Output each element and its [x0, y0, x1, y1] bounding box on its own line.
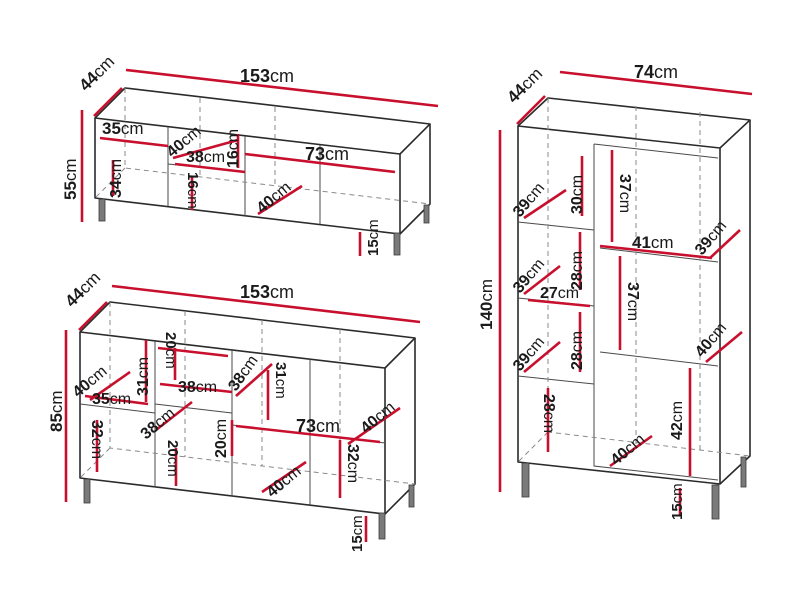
sideboard-low-depth-label: 44cm — [75, 52, 118, 95]
sideboard-high-height-label: 85cm — [47, 390, 66, 432]
sideboard-low-width-label: 153cm — [240, 66, 294, 86]
cabinet-tall-width-label: 74cm — [634, 62, 678, 82]
sideboard-high-left-bottom-height-label: 32cm — [88, 420, 105, 459]
cabinet-tall-right-depth-label: 40cm — [692, 320, 730, 361]
sideboard-low-legs — [98, 198, 430, 256]
sideboard-low: 44cm 153cm 55cm 35cm 34cm 40cm 16cm 38cm… — [61, 52, 439, 256]
cabinet-tall-body — [517, 97, 751, 485]
sideboard-low-mid-lower-height-label: 16cm — [184, 172, 201, 209]
sideboard-high-mid-top-height-label: 20cm — [162, 332, 179, 369]
cabinet-tall-height-label: 140cm — [477, 279, 496, 330]
sideboard-high-right-bottom-height-label: 32cm — [344, 444, 361, 483]
cabinet-tall-right-bottom-height-label: 42cm — [669, 401, 686, 440]
sideboard-high-leg-height-label: 15cm — [349, 515, 366, 552]
cabinet-tall: 44cm 74cm 140cm 39cm 30cm 37cm 39cm 28cm… — [477, 62, 753, 520]
cabinet-tall-bottom-depth-label: 40cm — [608, 431, 649, 469]
sideboard-high-mid-bottom-height-label: 20cm — [164, 440, 181, 477]
sideboard-low-right-width-label: 73cm — [305, 144, 349, 164]
sideboard-high-right-depth-top-label: 38cm — [225, 352, 261, 394]
sideboard-high-right-depth-label: 40cm — [358, 399, 399, 437]
sideboard-high-floor-depth-label: 40cm — [264, 463, 305, 501]
cabinet-tall-door-width-label: 41cm — [632, 233, 674, 252]
sideboard-high-width-label: 153cm — [240, 282, 294, 302]
sideboard-high-right-top-height-label: 31cm — [272, 362, 289, 399]
sideboard-low-inner-left-height-label: 34cm — [108, 159, 125, 198]
sideboard-high-body — [79, 301, 416, 515]
cabinet-tall-dimension-lines — [498, 70, 753, 516]
sideboard-high-legs — [83, 478, 415, 540]
sideboard-high-mid-height-2-label: 20cm — [213, 419, 230, 458]
sideboard-low-right-depth-label: 40cm — [254, 179, 295, 217]
sideboard-high-left-shelf-label: 35cm — [92, 391, 131, 408]
cabinet-tall-shelf-height-1-label: 30cm — [569, 175, 586, 214]
sideboard-low-dimension-lines — [80, 68, 439, 256]
cabinet-tall-legs — [521, 456, 747, 520]
sideboard-low-height-label: 55cm — [61, 158, 80, 200]
sideboard-high-left-top-height-label: 31cm — [135, 357, 152, 396]
sideboard-high-mid-width-label: 38cm — [178, 379, 217, 396]
cabinet-tall-shelf-width-2-label: 27cm — [540, 285, 579, 302]
sideboard-low-mid-width-label: 38cm — [186, 149, 225, 166]
sideboard-high-depth-label: 44cm — [61, 268, 104, 311]
sideboard-high-dimension-lines — [64, 284, 421, 542]
sideboard-low-shelf-left-label: 35cm — [102, 119, 144, 138]
cabinet-tall-door-height-2-label: 37cm — [624, 282, 641, 321]
cabinet-tall-labels: 44cm 74cm 140cm 39cm 30cm 37cm 39cm 28cm… — [477, 62, 730, 520]
cabinet-tall-shelf-height-3-label: 28cm — [569, 331, 586, 370]
sideboard-low-top-mid-height-label: 16cm — [225, 129, 242, 168]
sideboard-high-mid-depth-label: 38cm — [138, 405, 179, 443]
sideboard-low-body — [94, 87, 431, 235]
sideboard-low-leg-height-label: 15cm — [365, 219, 382, 256]
sideboard-high: 44cm 153cm 85cm 40cm 35cm 31cm 32cm 20cm… — [47, 268, 421, 552]
sideboard-high-right-width-label: 73cm — [296, 416, 340, 436]
cabinet-tall-door-height-1-label: 37cm — [616, 174, 633, 213]
cabinet-tall-door-depth-label: 39cm — [692, 218, 730, 259]
cabinet-tall-shelf-height-2-label: 28cm — [569, 251, 586, 290]
cabinet-tall-leg-height-label: 15cm — [669, 483, 686, 520]
cabinet-tall-bottom-height-label: 28cm — [540, 394, 557, 433]
